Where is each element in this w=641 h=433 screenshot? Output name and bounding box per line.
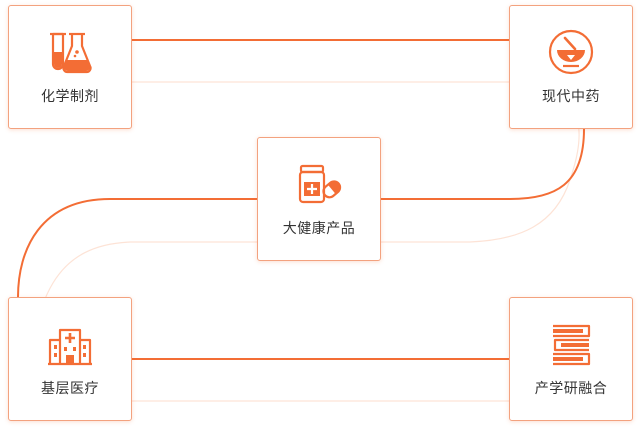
book-stack-icon <box>547 320 595 368</box>
node-industry-academia-research[interactable]: 产学研融合 <box>509 297 633 421</box>
node-chemical-preparations[interactable]: 化学制剂 <box>8 5 132 129</box>
hospital-icon <box>46 320 94 368</box>
node-health-products[interactable]: 大健康产品 <box>257 137 381 261</box>
node-label: 大健康产品 <box>282 221 356 237</box>
node-label: 产学研融合 <box>534 381 608 397</box>
node-label: 基层医疗 <box>41 381 99 397</box>
node-label: 化学制剂 <box>41 89 99 105</box>
node-primary-healthcare[interactable]: 基层医疗 <box>8 297 132 421</box>
flask-icon <box>46 28 94 76</box>
node-modern-tcm[interactable]: 现代中药 <box>509 5 633 129</box>
herbal-mortar-icon <box>547 28 595 76</box>
node-label: 现代中药 <box>542 89 600 105</box>
pill-bottle-icon <box>295 160 343 208</box>
